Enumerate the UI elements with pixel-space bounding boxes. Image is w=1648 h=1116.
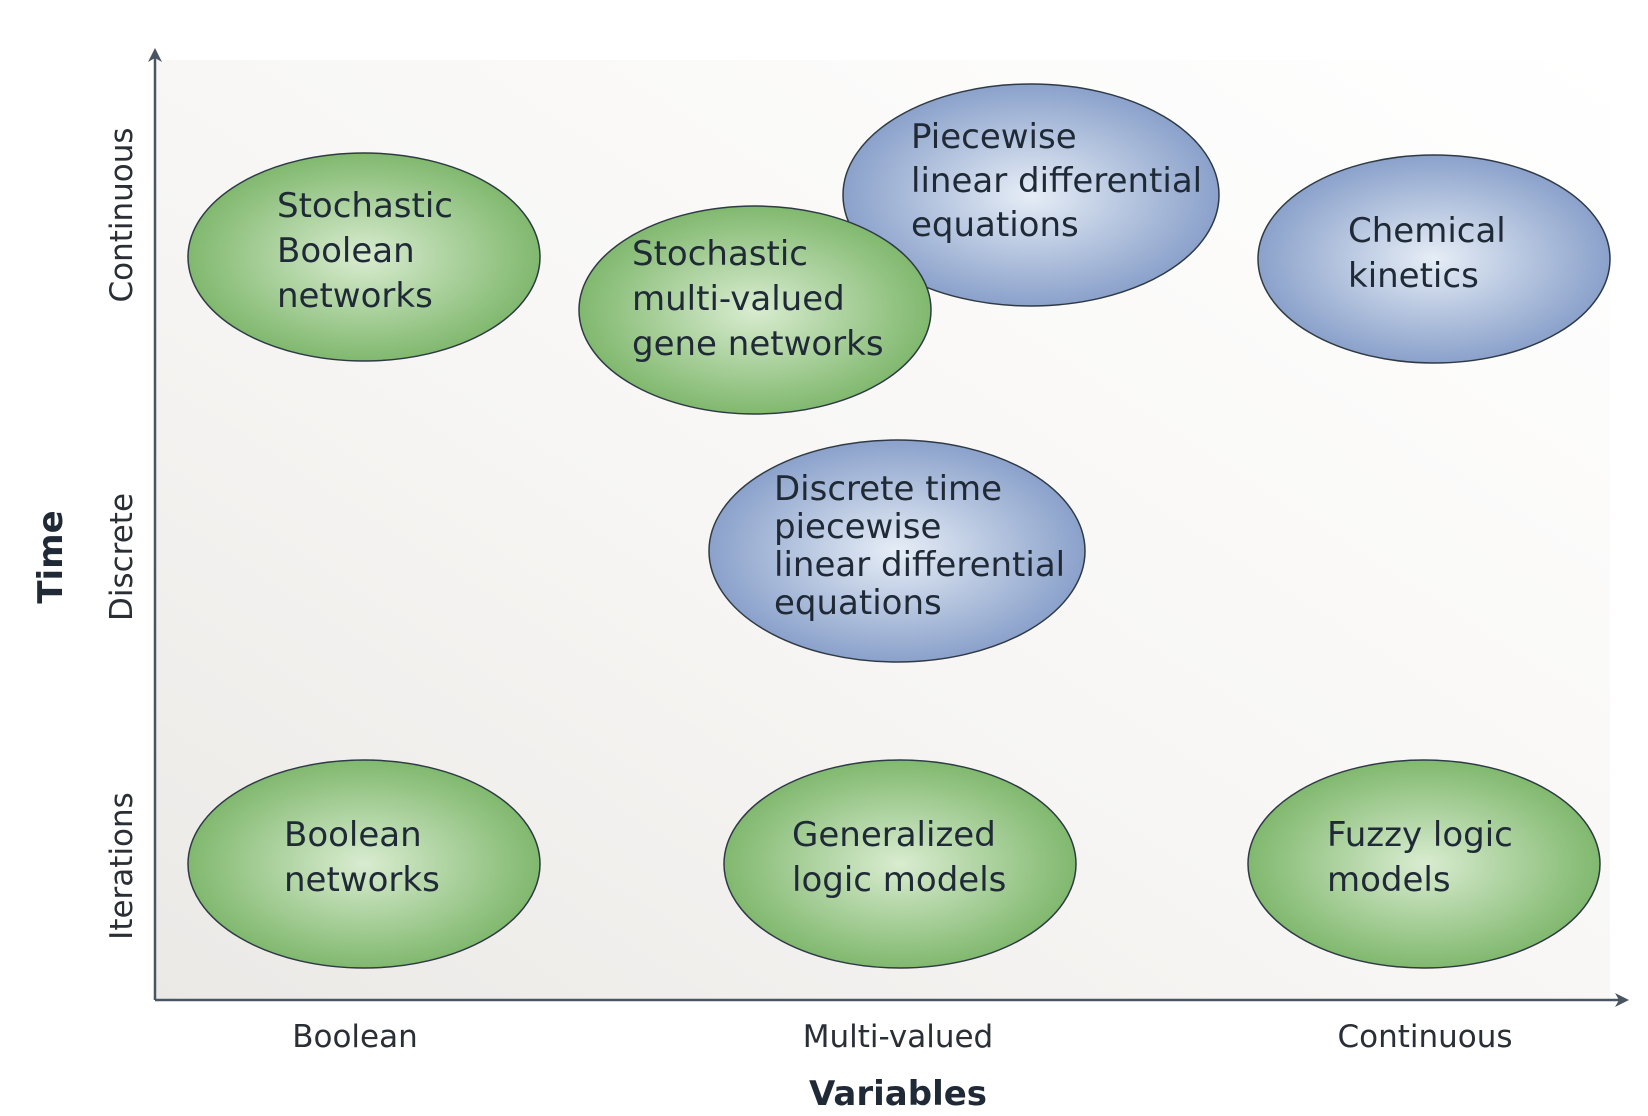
node-label: Stochastic multi-valued gene networks (632, 234, 884, 364)
y-tick-continuous: Continuous (104, 127, 140, 302)
node-label-line: multi-valued (632, 279, 845, 319)
node-label: Fuzzy logic models (1327, 815, 1513, 900)
node-label-line: piecewise (774, 507, 941, 547)
x-tick-multi-valued: Multi-valued (803, 1019, 993, 1055)
y-axis-title: Time (31, 510, 71, 603)
x-axis-title: Variables (809, 1074, 987, 1114)
node-label: Boolean networks (284, 815, 440, 900)
node-label-line: networks (284, 860, 440, 900)
node-label-line: linear differential (774, 545, 1065, 585)
node-label-line: Discrete time (774, 469, 1002, 509)
node-label-line: kinetics (1348, 256, 1479, 296)
node-label-line: logic models (792, 860, 1006, 900)
node-ellipse-green (578, 205, 932, 415)
y-tick-discrete: Discrete (104, 493, 140, 621)
node-ellipse-blue (1257, 154, 1611, 364)
y-tick-iterations: Iterations (104, 792, 140, 940)
node-label-line: models (1327, 860, 1451, 900)
node-ellipse-green (723, 759, 1077, 969)
node-label-line: equations (774, 583, 942, 623)
node-chemical-kinetics: Chemical kinetics (1257, 154, 1611, 364)
node-ellipse-green (187, 152, 541, 362)
node-label-line: Stochastic (277, 186, 453, 226)
node-boolean-networks: Boolean networks (187, 759, 541, 969)
node-ellipse-blue (708, 439, 1086, 663)
node-label: Chemical kinetics (1348, 211, 1506, 296)
x-tick-continuous: Continuous (1337, 1019, 1512, 1055)
node-label-line: Piecewise (911, 117, 1077, 157)
node-label: Generalized logic models (792, 815, 1006, 900)
node-label-line: Fuzzy logic (1327, 815, 1513, 855)
node-label-line: Generalized (792, 815, 996, 855)
node-label-line: Boolean (277, 231, 415, 271)
node-label-line: equations (911, 205, 1079, 245)
node-label-line: networks (277, 276, 433, 316)
x-tick-boolean: Boolean (292, 1019, 418, 1055)
node-label-line: Boolean (284, 815, 422, 855)
node-ellipse-green (187, 759, 541, 969)
node-label-line: Stochastic (632, 234, 808, 274)
node-stochastic-multi-valued-gene-networks: Stochastic multi-valued gene networks (578, 205, 932, 415)
node-label-line: gene networks (632, 324, 884, 364)
node-ellipse-green (1247, 759, 1601, 969)
node-label-line: linear differential (911, 161, 1202, 201)
node-ellipse-blue (842, 83, 1220, 307)
node-label-line: Chemical (1348, 211, 1506, 251)
node-generalized-logic-models: Generalized logic models (723, 759, 1077, 969)
node-fuzzy-logic-models: Fuzzy logic models (1247, 759, 1601, 969)
